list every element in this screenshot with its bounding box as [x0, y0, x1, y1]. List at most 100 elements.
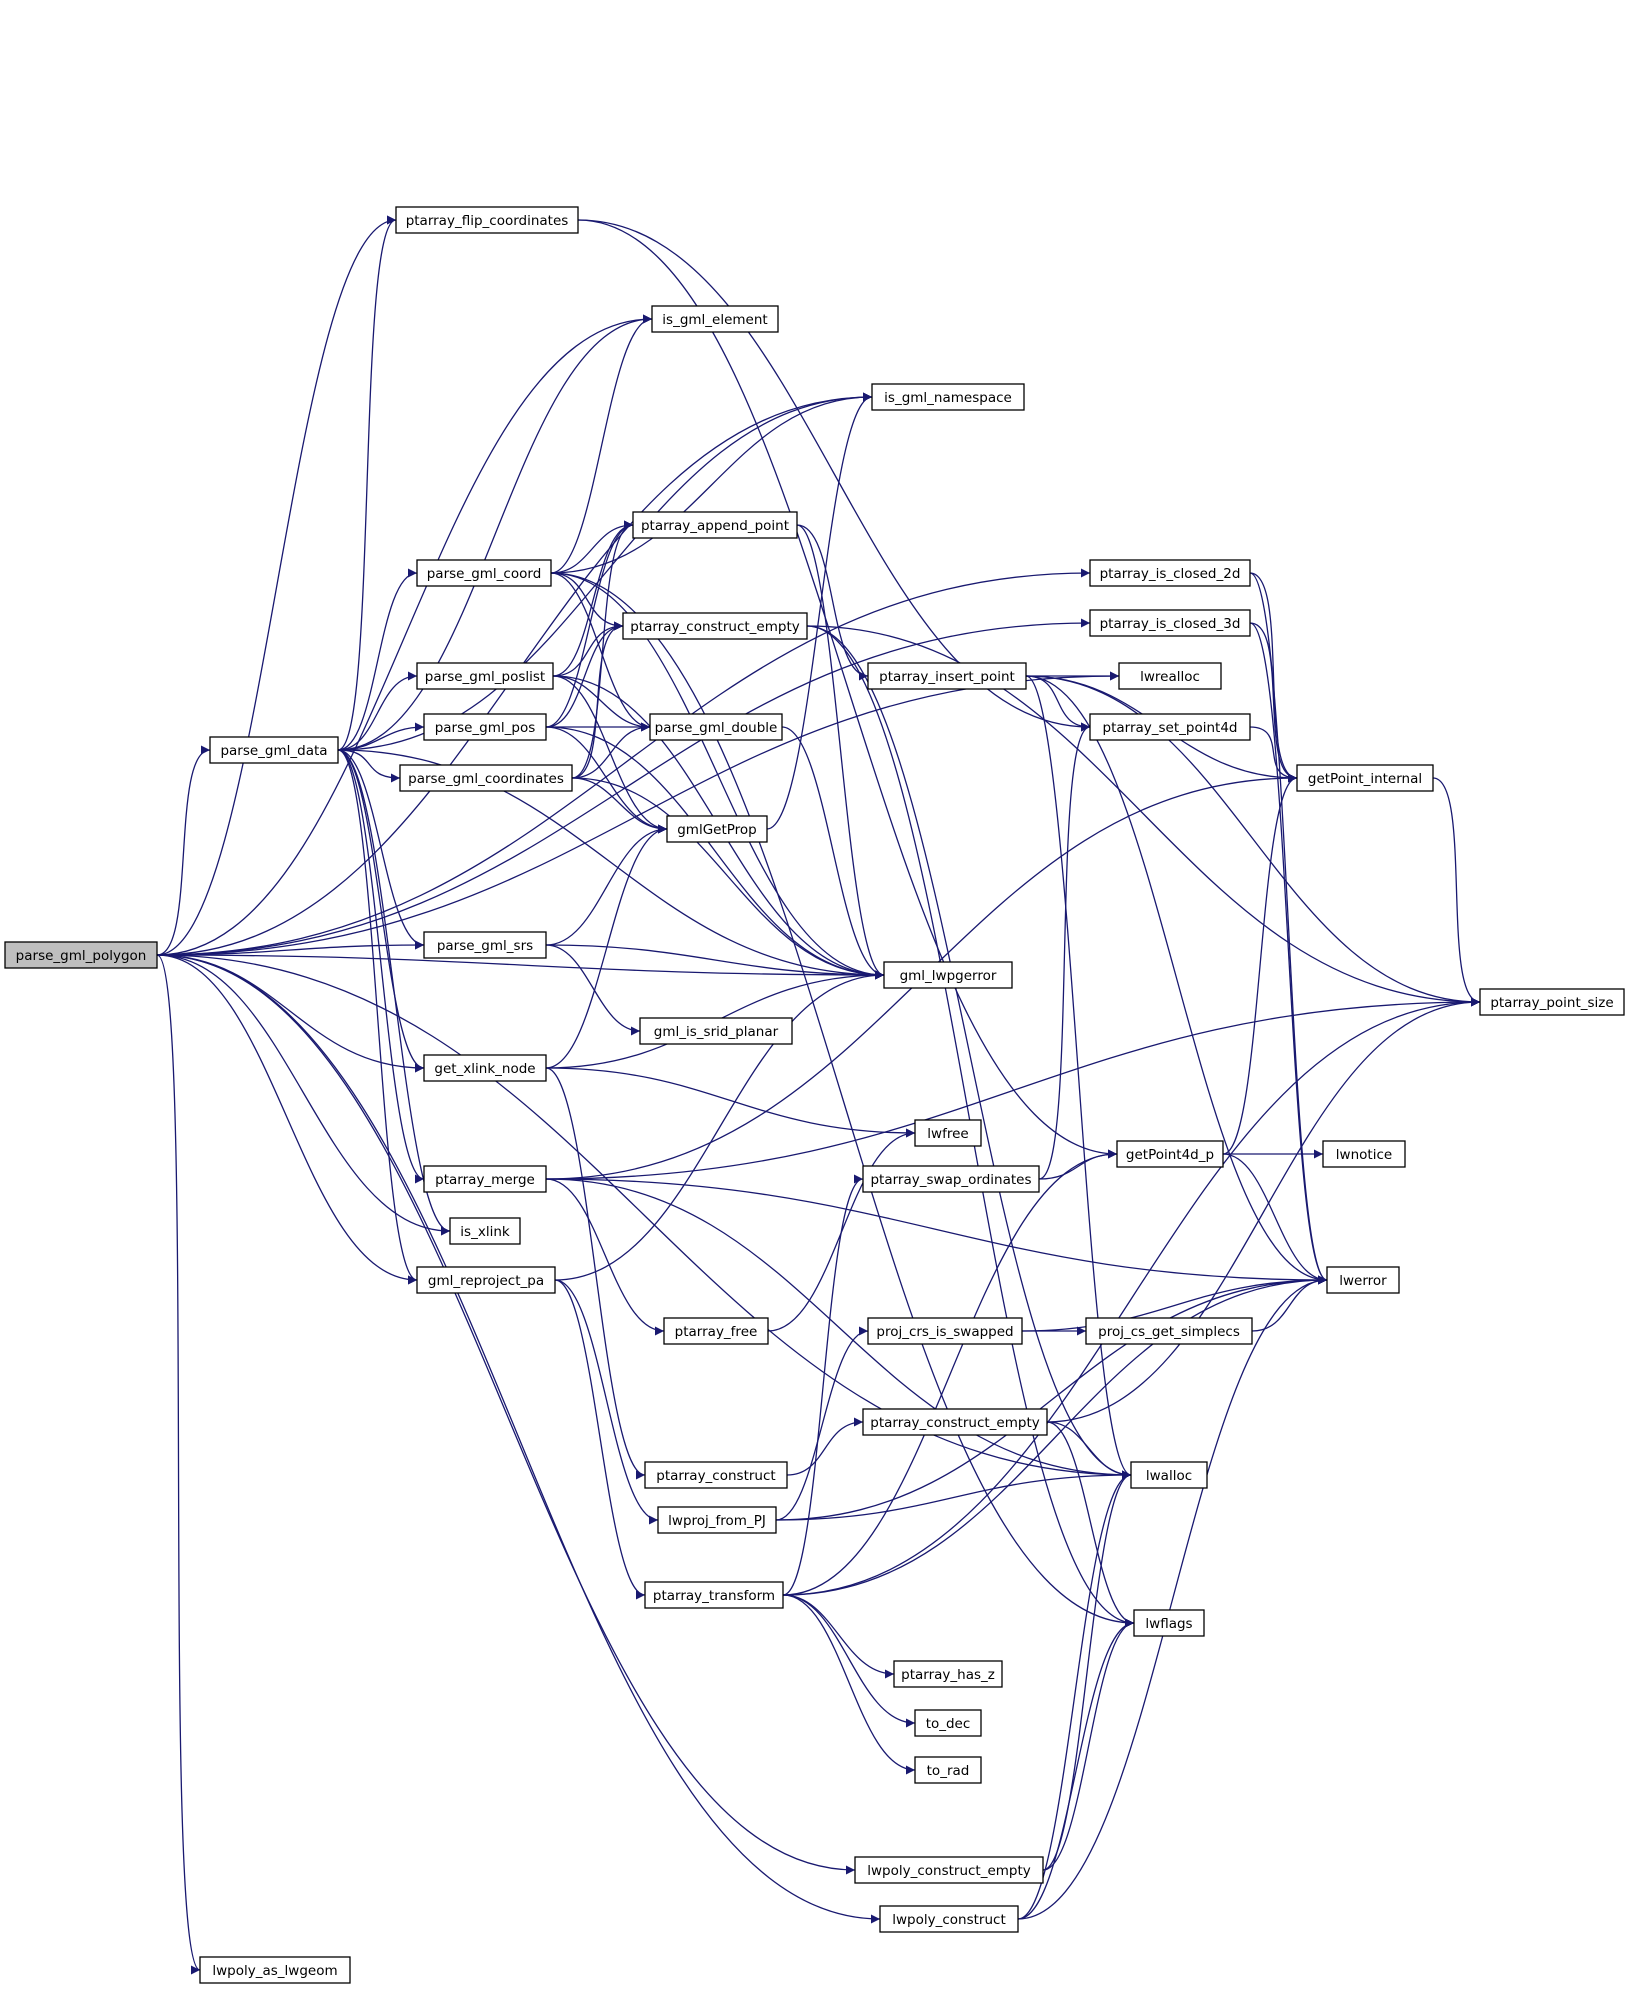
node-ptarray-transform[interactable]: ptarray_transform: [644, 1581, 784, 1609]
edge-parse_gml_coord-to-ptarray_construct_empty_a: [550, 572, 624, 631]
node-gmlGetProp[interactable]: gmlGetProp: [666, 815, 768, 843]
edge-line: [1042, 1470, 1132, 1871]
edge-line: [1017, 1275, 1328, 1920]
node-label: ptarray_construct: [656, 1468, 775, 1484]
node-parse-gml-coordinates[interactable]: parse_gml_coordinates: [399, 764, 573, 792]
edge-line: [337, 749, 425, 1073]
edge-ptarray_flip_coordinates-to-ptarray_set_point4d: [577, 219, 1091, 732]
node-lwpoly-construct[interactable]: lwpoly_construct: [879, 1905, 1019, 1933]
node-ptarray-is-closed-3d[interactable]: ptarray_is_closed_3d: [1089, 609, 1251, 637]
edge-ptarray_insert_point-to-lwalloc: [1025, 675, 1132, 1480]
node-parse-gml-double[interactable]: parse_gml_double: [649, 713, 783, 741]
edge-parse_gml_polygon-to-parse_gml_data: [156, 745, 211, 956]
node-label: ptarray_point_size: [1490, 995, 1613, 1011]
edge-line: [1222, 773, 1298, 1155]
node-lwalloc[interactable]: lwalloc: [1130, 1461, 1208, 1489]
node-is-gml-namespace[interactable]: is_gml_namespace: [871, 383, 1025, 411]
node-parse-gml-polygon[interactable]: parse_gml_polygon: [4, 941, 158, 969]
node-lwfree[interactable]: lwfree: [914, 1119, 982, 1147]
edge-parse_gml_poslist-to-parse_gml_double: [552, 675, 651, 732]
node-label: gml_lwpgerror: [900, 968, 997, 984]
edge-line: [571, 722, 651, 779]
edge-parse_gml_data-to-parse_gml_pos: [337, 722, 425, 751]
node-parse-gml-poslist[interactable]: parse_gml_poslist: [416, 662, 554, 690]
edge-line: [1046, 997, 1481, 1423]
node-label: ptarray_is_closed_3d: [1100, 616, 1241, 632]
edge-ptarray_merge-to-lwalloc: [545, 1178, 1132, 1480]
edge-parse_gml_srs-to-gml_lwpgerror: [545, 944, 885, 980]
node-ptarray-flip-coordinates[interactable]: ptarray_flip_coordinates: [395, 206, 579, 234]
edge-getPoint4d_p-to-lwerror: [1222, 1153, 1328, 1285]
node-get-xlink-node[interactable]: get_xlink_node: [423, 1054, 547, 1082]
edge-line: [577, 219, 1091, 732]
node-gml-lwpgerror[interactable]: gml_lwpgerror: [883, 961, 1013, 989]
node-label: ptarray_construct_empty: [630, 619, 799, 635]
edge-line: [156, 954, 885, 980]
edge-ptarray_set_point4d-to-getPoint_internal: [1249, 726, 1298, 783]
node-label: lwproj_from_PJ: [668, 1513, 766, 1529]
node-gml-reproject-pa[interactable]: gml_reproject_pa: [416, 1266, 556, 1294]
node-proj-cs-get-simplecs[interactable]: proj_cs_get_simplecs: [1085, 1317, 1253, 1345]
node-box: [862, 1165, 1040, 1193]
node-ptarray-has-z[interactable]: ptarray_has_z: [893, 1660, 1003, 1688]
edge-get_xlink_node-to-gmlGetProp: [545, 824, 668, 1069]
node-ptarray-free[interactable]: ptarray_free: [663, 1317, 769, 1345]
edge-ptarray_flip_coordinates-to-getPoint4d_p: [577, 219, 1118, 1159]
edge-lwpoly_construct-to-lwerror: [1017, 1275, 1328, 1920]
node-gml-is-srid-planar[interactable]: gml_is_srid_planar: [639, 1017, 793, 1045]
edge-line: [550, 314, 653, 574]
node-parse-gml-pos[interactable]: parse_gml_pos: [423, 713, 547, 741]
edge-line: [1025, 675, 1481, 1007]
node-ptarray-merge[interactable]: ptarray_merge: [423, 1165, 547, 1193]
node-label: ptarray_swap_ordinates: [870, 1172, 1031, 1188]
node-ptarray-set-point4d[interactable]: ptarray_set_point4d: [1089, 713, 1251, 741]
node-lwrealloc[interactable]: lwrealloc: [1118, 662, 1222, 690]
node-lwproj-from-PJ[interactable]: lwproj_from_PJ: [657, 1506, 777, 1534]
node-is-xlink[interactable]: is_xlink: [449, 1217, 521, 1245]
edge-parse_gml_data-to-is_gml_element: [337, 314, 653, 751]
node-ptarray-swap-ordinates[interactable]: ptarray_swap_ordinates: [862, 1165, 1040, 1193]
node-lwpoly-as-lwgeom[interactable]: lwpoly_as_lwgeom: [199, 1956, 351, 1984]
node-parse-gml-coord[interactable]: parse_gml_coord: [416, 559, 552, 587]
node-to-dec[interactable]: to_dec: [914, 1709, 982, 1737]
node-to-rad[interactable]: to_rad: [914, 1756, 982, 1784]
edge-ptarray_merge-to-lwerror: [545, 1178, 1328, 1285]
node-box: [1130, 1461, 1208, 1489]
edge-parse_gml_srs-to-gmlGetProp: [545, 824, 668, 946]
edge-line: [806, 625, 1481, 1007]
edge-line: [545, 1067, 916, 1138]
node-ptarray-append-point[interactable]: ptarray_append_point: [632, 511, 798, 539]
edge-ptarray_transform-to-to_rad: [782, 1594, 916, 1775]
node-box: [1118, 662, 1222, 690]
edge-line: [782, 1149, 1118, 1596]
node-box: [649, 713, 783, 741]
node-lwpoly-construct-empty[interactable]: lwpoly_construct_empty: [854, 1856, 1044, 1884]
edge-line: [337, 568, 418, 751]
node-ptarray-construct-empty-a[interactable]: ptarray_construct_empty: [622, 612, 808, 640]
node-lwerror[interactable]: lwerror: [1326, 1266, 1400, 1294]
edge-line: [545, 621, 624, 728]
node-label: getPoint_internal: [1308, 771, 1422, 787]
node-parse-gml-data[interactable]: parse_gml_data: [209, 736, 339, 764]
node-ptarray-insert-point[interactable]: ptarray_insert_point: [867, 662, 1027, 690]
edge-ptarray_transform-to-lwerror: [782, 1275, 1328, 1596]
node-proj-crs-is-swapped[interactable]: proj_crs_is_swapped: [867, 1317, 1023, 1345]
node-ptarray-point-size[interactable]: ptarray_point_size: [1479, 988, 1625, 1016]
node-is-gml-element[interactable]: is_gml_element: [651, 305, 779, 333]
node-parse-gml-srs[interactable]: parse_gml_srs: [423, 931, 547, 959]
node-getPoint-internal[interactable]: getPoint_internal: [1296, 764, 1434, 792]
node-lwnotice[interactable]: lwnotice: [1322, 1140, 1406, 1168]
node-getPoint4d-p[interactable]: getPoint4d_p: [1116, 1140, 1224, 1168]
node-lwflags[interactable]: lwflags: [1133, 1609, 1205, 1637]
node-box: [416, 1266, 556, 1294]
edge-parse_gml_polygon-to-lwpoly_construct: [156, 954, 881, 1924]
node-ptarray-construct[interactable]: ptarray_construct: [644, 1461, 788, 1489]
edge-line: [571, 777, 668, 834]
edge-ptarray_is_closed_3d-to-lwerror: [1249, 622, 1328, 1285]
node-label: getPoint4d_p: [1126, 1147, 1214, 1163]
node-ptarray-is-closed-2d[interactable]: ptarray_is_closed_2d: [1089, 559, 1251, 587]
edge-line: [1249, 622, 1298, 783]
node-ptarray-construct-empty-b[interactable]: ptarray_construct_empty: [862, 1408, 1048, 1436]
edge-line: [1021, 1275, 1328, 1332]
edge-parse_gml_polygon-to-lwrealloc: [156, 671, 1120, 956]
